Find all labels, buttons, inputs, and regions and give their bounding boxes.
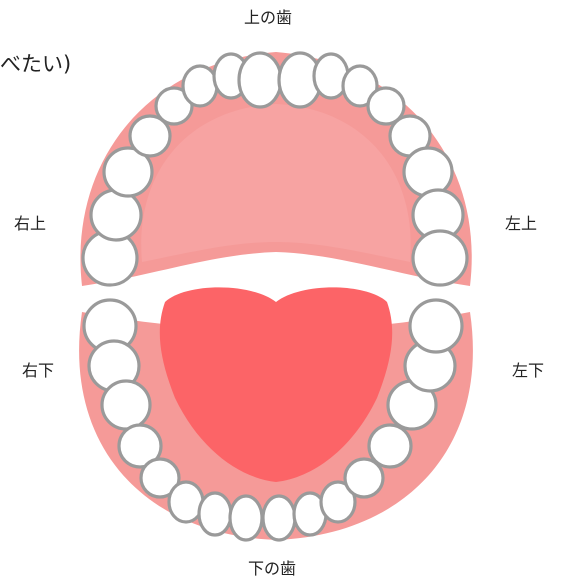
upper-incisor-right-1 bbox=[239, 53, 281, 107]
upper-left-label: 左上 bbox=[505, 216, 537, 232]
lower-premolar-left-1 bbox=[345, 459, 383, 497]
lower-molar-left-1 bbox=[410, 300, 462, 352]
lower-incisor-left-1 bbox=[263, 496, 295, 540]
upper-teeth-label: 上の歯 bbox=[244, 10, 292, 26]
lower-teeth-label: 下の歯 bbox=[248, 561, 296, 577]
lower-arch bbox=[79, 287, 473, 540]
upper-molar-left-3 bbox=[404, 148, 452, 196]
lower-premolar-left-2 bbox=[369, 425, 411, 467]
lower-molar-right-3 bbox=[102, 381, 150, 429]
truncated-heading: べたい) bbox=[0, 54, 71, 75]
upper-arch bbox=[80, 52, 471, 286]
lower-incisor-right-2 bbox=[199, 493, 231, 535]
upper-molar-right-2 bbox=[91, 190, 141, 240]
upper-molar-left-1 bbox=[413, 231, 467, 285]
lower-left-label: 左下 bbox=[512, 363, 544, 379]
upper-canine-right bbox=[183, 66, 217, 106]
lower-right-label: 右下 bbox=[22, 363, 54, 379]
lower-incisor-right-1 bbox=[230, 496, 262, 540]
upper-right-label: 右上 bbox=[14, 216, 46, 232]
